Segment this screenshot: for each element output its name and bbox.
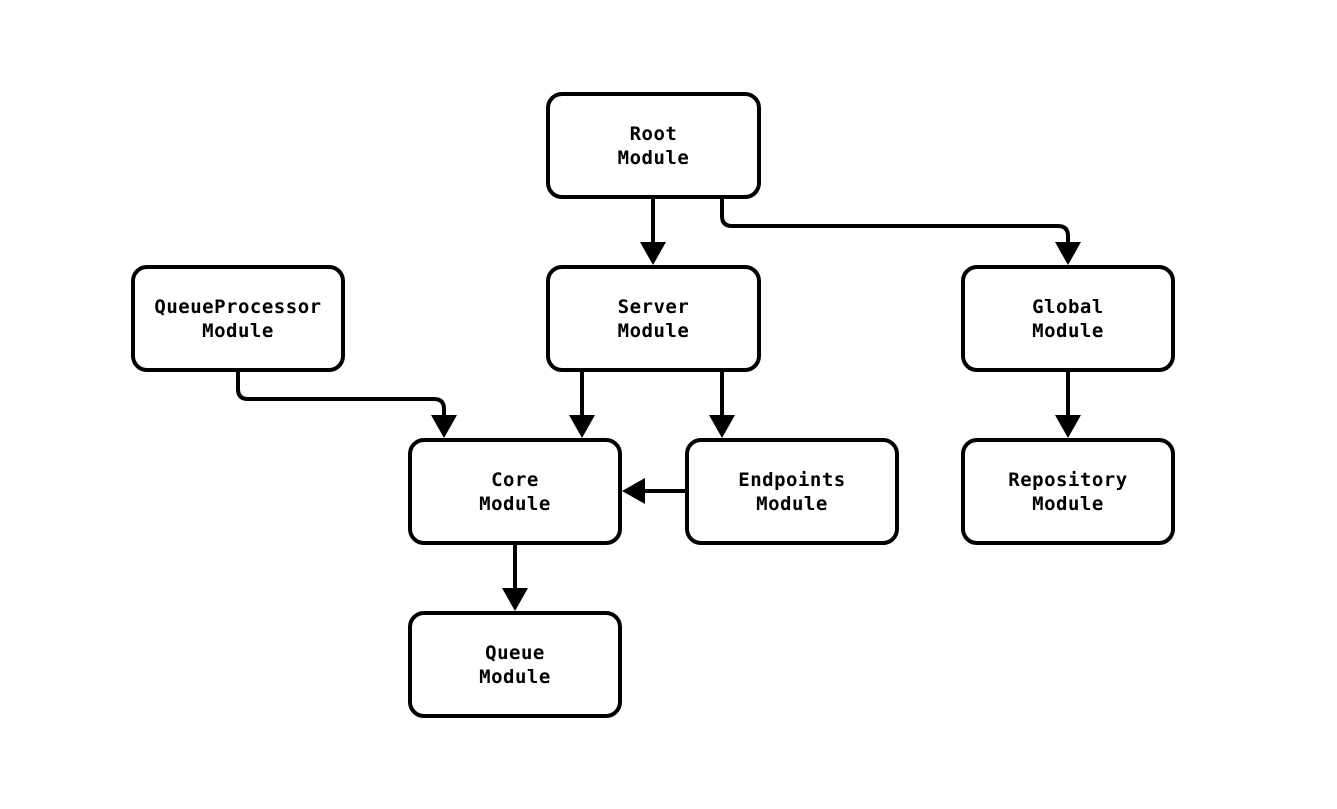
node-box[interactable] (546, 92, 761, 199)
edge-server-to-endpoints (709, 370, 735, 438)
arrowhead-icon (622, 478, 645, 504)
node-box[interactable] (961, 265, 1175, 372)
node-box[interactable] (131, 265, 345, 372)
arrowhead-icon (709, 415, 735, 438)
node-label-secondary: Module (618, 320, 690, 342)
node-label-secondary: Module (202, 320, 274, 342)
node-box[interactable] (961, 438, 1175, 545)
node-box[interactable] (546, 265, 761, 372)
edge-server-to-core (569, 370, 595, 438)
edge-line (236, 370, 446, 415)
arrowhead-icon (1055, 242, 1081, 265)
arrowhead-icon (502, 588, 528, 611)
node-label-primary: QueueProcessor (154, 296, 321, 318)
node-label-primary: Endpoints (738, 469, 845, 491)
edge-root-to-server (640, 197, 666, 265)
arrowhead-icon (1055, 415, 1081, 438)
node-box[interactable] (685, 438, 899, 545)
edge-core-to-queue (502, 543, 528, 611)
node-label-primary: Root (630, 123, 678, 145)
edge-queueprocessor-to-core (236, 370, 457, 438)
node-label-secondary: Module (479, 493, 551, 515)
node-label-primary: Global (1032, 296, 1104, 318)
arrowhead-icon (431, 415, 457, 438)
node-box[interactable] (408, 611, 622, 718)
node-label-secondary: Module (1032, 493, 1104, 515)
node-label-primary: Server (618, 296, 690, 318)
arrowhead-icon (640, 242, 666, 265)
node-label-primary: Repository (1008, 469, 1127, 491)
edge-endpoints-to-core (622, 478, 687, 504)
arrowhead-icon (569, 415, 595, 438)
node-label-secondary: Module (479, 666, 551, 688)
edge-line (720, 197, 1070, 242)
node-label-secondary: Module (618, 147, 690, 169)
edges-layer (236, 197, 1081, 611)
node-label-primary: Queue (485, 642, 545, 664)
edge-global-to-repository (1055, 370, 1081, 438)
node-label-secondary: Module (1032, 320, 1104, 342)
nodes-layer: RootModuleQueueProcessorModuleServerModu… (131, 92, 1175, 718)
node-box[interactable] (408, 438, 622, 545)
edge-root-to-global (720, 197, 1081, 265)
node-label-secondary: Module (756, 493, 828, 515)
node-label-primary: Core (491, 469, 539, 491)
